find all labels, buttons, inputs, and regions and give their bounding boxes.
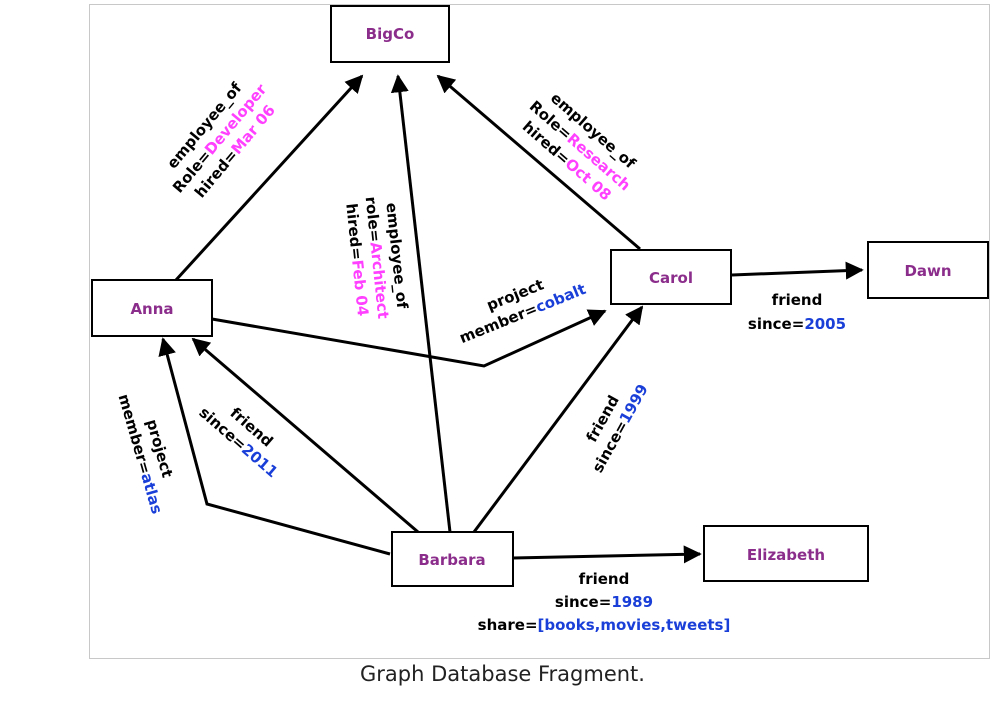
label-barbara-bigco-hired-value: Feb 04 — [348, 259, 372, 317]
svg-text:share=[books,movies,tweets]: share=[books,movies,tweets] — [478, 616, 731, 634]
node-bigco[interactable]: BigCo — [330, 5, 450, 63]
label-barbara-elizabeth-relation: friend — [579, 570, 630, 588]
label-barbara-elizabeth-key: since= — [555, 593, 611, 611]
label-carol-dawn-value: 2005 — [804, 315, 846, 333]
label-carol-dawn: friend since=2005 — [748, 291, 846, 333]
node-elizabeth[interactable]: Elizabeth — [703, 525, 869, 582]
node-carol-label: Carol — [649, 269, 693, 287]
diagram-frame — [89, 4, 990, 659]
figure-caption: Graph Database Fragment. — [360, 662, 645, 686]
label-barbara-elizabeth-share-key: share= — [478, 616, 538, 634]
label-anna-bigco: employee_of Role=Developer hired=Mar 06 — [163, 79, 279, 202]
svg-text:since=1989: since=1989 — [555, 593, 653, 611]
label-barbara-bigco-role-key: role= — [362, 196, 385, 243]
label-barbara-bigco-hired-key: hired= — [342, 202, 366, 260]
node-elizabeth-label: Elizabeth — [747, 546, 825, 564]
svg-text:friend: friend — [579, 570, 630, 588]
svg-text:since=2005: since=2005 — [748, 315, 846, 333]
edge-barbara-elizabeth — [512, 545, 702, 564]
node-bigco-label: BigCo — [366, 25, 415, 43]
edge-barbara-carol — [472, 305, 644, 533]
label-barbara-anna-friend-value: 2011 — [238, 440, 281, 481]
edge-barbara-anna-friend — [191, 337, 419, 534]
node-anna-label: Anna — [130, 300, 173, 318]
edge-barbara-bigco — [390, 74, 452, 533]
label-anna-carol: project member=cobalt — [457, 275, 589, 347]
edge-anna-bigco — [174, 74, 364, 282]
label-carol-dawn-key: since= — [748, 315, 804, 333]
node-dawn[interactable]: Dawn — [867, 241, 989, 299]
label-barbara-elizabeth-share-value: [books,movies,tweets] — [538, 616, 731, 634]
label-barbara-bigco: employee_of role=Architect hired=Feb 04 — [342, 196, 411, 320]
label-barbara-elizabeth: friend since=1989 share=[books,movies,tw… — [478, 570, 731, 634]
node-barbara-label: Barbara — [418, 551, 485, 569]
edge-carol-dawn — [731, 261, 864, 280]
svg-text:friend: friend — [772, 291, 823, 309]
node-anna[interactable]: Anna — [91, 279, 213, 337]
label-barbara-elizabeth-value: 1989 — [611, 593, 653, 611]
edge-barbara-anna-project — [158, 337, 391, 556]
edge-carol-bigco — [436, 74, 641, 251]
label-carol-dawn-relation: friend — [772, 291, 823, 309]
edge-anna-carol — [211, 309, 607, 368]
label-carol-bigco: employee_of Role=Research hired=Oct 08 — [519, 89, 640, 204]
node-barbara[interactable]: Barbara — [391, 531, 514, 587]
node-carol[interactable]: Carol — [610, 249, 732, 305]
label-barbara-anna-friend: friend since=2011 — [195, 403, 281, 481]
label-barbara-anna-project: project member=atlas — [115, 392, 177, 516]
node-dawn-label: Dawn — [904, 262, 951, 280]
svg-text:hired=Feb 04: hired=Feb 04 — [342, 202, 372, 317]
